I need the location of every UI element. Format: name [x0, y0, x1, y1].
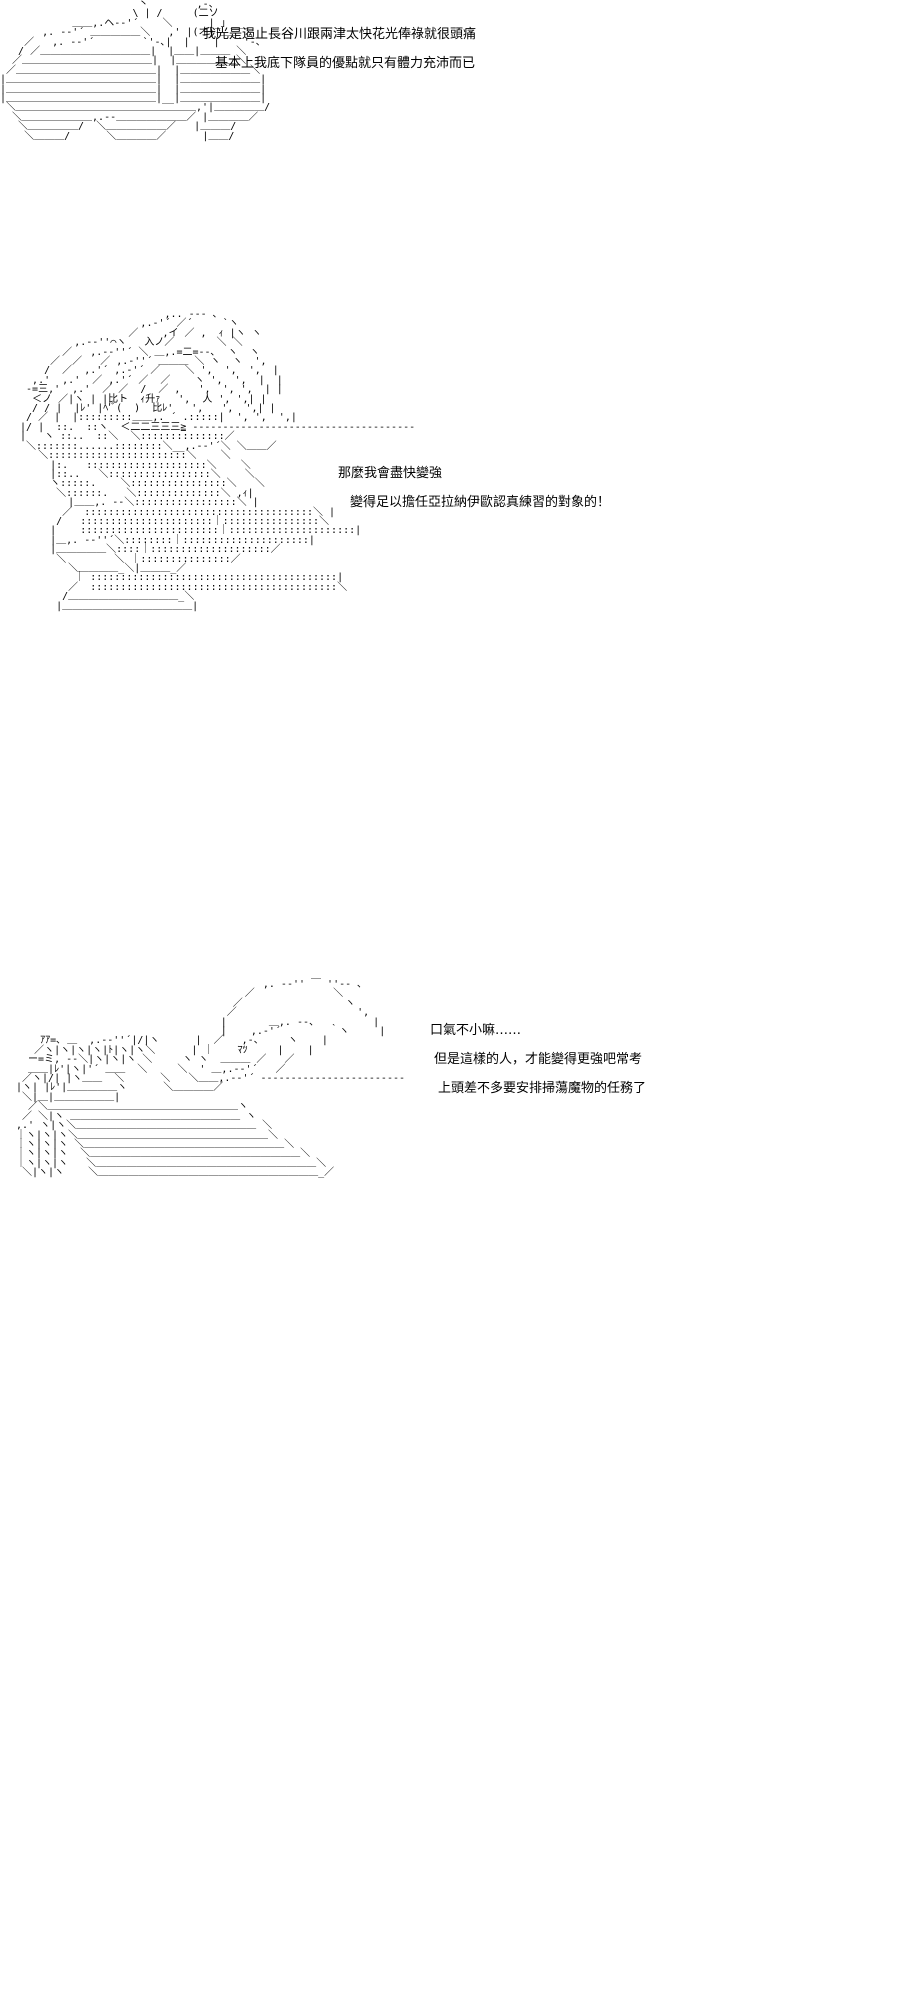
- dialogue-2-line-2: 變得足以擔任亞拉納伊歐認真練習的對象的！: [350, 495, 611, 510]
- dialogue-1-line-1: 我光是遏止長谷川跟兩津太快花光俸祿就很頭痛: [203, 27, 477, 42]
- ascii-art-panel-3: ,. -‐'' ￣ ''‐- ､ ／ ＼ ／ ヽ ／ ',: [16, 979, 406, 1179]
- dialogue-2-line-1: 那麼我會盡快變強: [338, 466, 443, 481]
- ascii-art-panel-1: 丶 ,-、 \ | / (二ソ ＿＿,.ヘ-‐'´ ＼ |_」___ ,. -‐…: [0, 0, 271, 142]
- dialogue-block-3: 口氣不小嘛…… 但是這樣的人，才能變得更強吧常考 上頭差不多要安排掃蕩魔物的任務…: [430, 1016, 646, 1103]
- dialogue-block-2: 那麼我會盡快變強 變得足以擔任亞拉納伊歐認真練習的對象的！: [338, 459, 610, 517]
- dialogue-3-line-3: 上頭差不多要安排掃蕩魔物的任務了: [438, 1081, 647, 1096]
- dialogue-3-line-1: 口氣不小嘛……: [430, 1023, 522, 1038]
- dialogue-1-line-2: 基本上我底下隊員的優點就只有體力充沛而已: [215, 56, 476, 71]
- dialogue-3-line-2: 但是這樣的人，才能變得更強吧常考: [434, 1052, 643, 1067]
- ascii-art-panel-2: ,.. --- ､ ,.-'´ ／´ `ヽ ／ ,イ ／ , ｨ |ヽ ヽ ,.…: [20, 309, 416, 612]
- dialogue-block-1: 我光是遏止長谷川跟兩津太快花光俸祿就很頭痛 基本上我底下隊員的優點就只有體力充沛…: [203, 20, 476, 78]
